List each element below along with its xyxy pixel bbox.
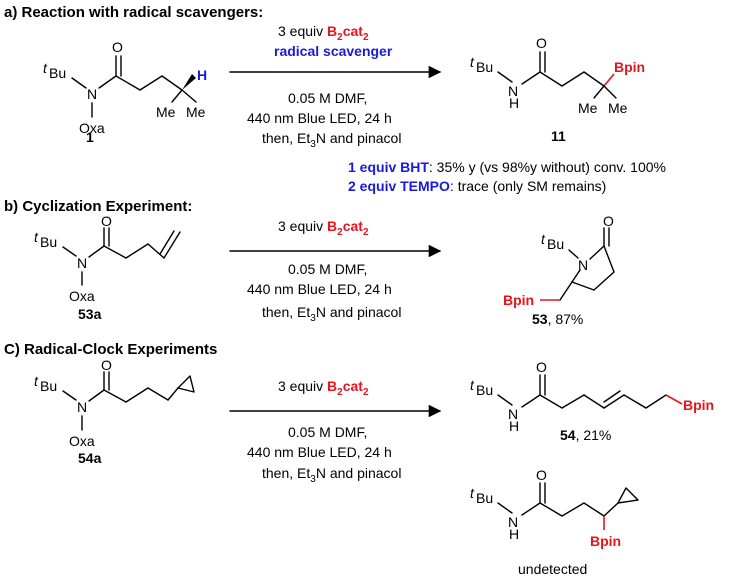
nitrogen-label: N [508,83,518,99]
tbu-superscript: t [34,373,39,389]
structure-1: t Bu N Oxa O H Me Me 1 [43,39,207,145]
oxygen-label: O [536,35,547,51]
tbu-label: Bu [547,236,564,252]
nitrogen-label: N [508,514,518,530]
compound-53-label: 53, 87% [532,311,583,327]
conditions-b-3: then, Et3N and pinacol [262,304,401,324]
bpin-label: Bpin [614,59,645,75]
structure-53: t Bu N O Bpin 53, 87% [503,213,615,327]
oxa-label: Oxa [79,120,105,136]
conditions-c-3: then, Et3N and pinacol [262,465,401,485]
structure-undetected: t Bu N H O Bpin undetected [470,467,639,577]
blue-hydrogen: H [197,67,207,83]
structure-54a: t Bu N Oxa O 54a [34,357,195,466]
section-c: C) Radical-Clock Experiments t Bu N Oxa … [4,341,714,577]
compound-54-label: 54, 21% [560,427,611,443]
tbu-superscript: t [470,377,475,393]
methyl-2: Me [186,104,206,120]
note-bht: 1 equiv BHT: 35% y (vs 98%y without) con… [348,159,666,175]
radical-scavenger-label: radical scavenger [274,43,393,59]
section-a: a) Reaction with radical scavengers: t B… [4,4,666,194]
oxa-label: Oxa [69,433,95,449]
oxygen-label: O [536,467,547,483]
compound-53a-label: 53a [78,306,102,322]
reagent-b: 3 equiv B2cat2 [278,218,369,238]
note-tempo: 2 equiv TEMPO: trace (only SM remains) [348,178,606,194]
oxygen-label: O [112,39,123,55]
section-b: b) Cyclization Experiment: t Bu N Oxa O … [4,198,615,327]
methyl-2: Me [608,100,628,116]
undetected-caption: undetected [518,561,587,577]
nitrogen-label: N [77,399,87,415]
tbu-label: Bu [49,65,66,81]
nitrogen-label: N [508,406,518,422]
conditions-c-2: 440 nm Blue LED, 24 h [247,444,392,460]
tbu-label: Bu [40,234,57,250]
methyl-1: Me [156,104,176,120]
section-c-heading: C) Radical-Clock Experiments [4,341,217,358]
conditions-a-2: 440 nm Blue LED, 24 h [247,110,392,126]
conditions-b-2: 440 nm Blue LED, 24 h [247,281,392,297]
bpin-label: Bpin [683,397,714,413]
reagent-a: 3 equiv B2cat2 [278,23,369,43]
structure-53a: t Bu N Oxa O 53a [34,213,181,322]
reagent-c: 3 equiv B2cat2 [278,378,369,398]
compound-1-label: 1 [86,129,94,145]
oxygen-label: O [603,213,614,229]
tbu-superscript: t [541,231,546,247]
tbu-label: Bu [476,490,493,506]
conditions-c-1: 0.05 M DMF, [288,424,367,440]
compound-11-label: 11 [551,128,566,144]
oxygen-label: O [101,357,112,373]
nh-hydrogen: H [509,95,519,111]
conditions-a-3: then, Et3N and pinacol [262,130,401,150]
tbu-superscript: t [470,54,475,70]
nh-hydrogen: H [509,526,519,542]
nitrogen-label: N [87,86,97,102]
oxygen-label: O [101,213,112,229]
structure-11: t Bu N H O Bpin Me Me 11 [470,35,645,144]
oxa-label: Oxa [69,288,95,304]
section-b-heading: b) Cyclization Experiment: [4,198,192,215]
tbu-label: Bu [40,378,57,394]
oxygen-label: O [536,359,547,375]
tbu-superscript: t [470,485,475,501]
tbu-superscript: t [34,229,39,245]
structure-54: t Bu N H O Bpin 54, 21% [470,359,714,443]
nitrogen-label: N [578,257,588,273]
nitrogen-label: N [77,255,87,271]
conditions-b-1: 0.05 M DMF, [288,261,367,277]
section-a-heading: a) Reaction with radical scavengers: [4,4,263,21]
tbu-label: Bu [476,382,493,398]
conditions-a-1: 0.05 M DMF, [288,90,367,106]
bpin-label: Bpin [503,292,534,308]
compound-54a-label: 54a [78,450,102,466]
tbu-superscript: t [43,60,48,76]
tbu-label: Bu [476,59,493,75]
nh-hydrogen: H [509,418,519,434]
bpin-label: Bpin [590,533,621,549]
methyl-1: Me [578,100,598,116]
